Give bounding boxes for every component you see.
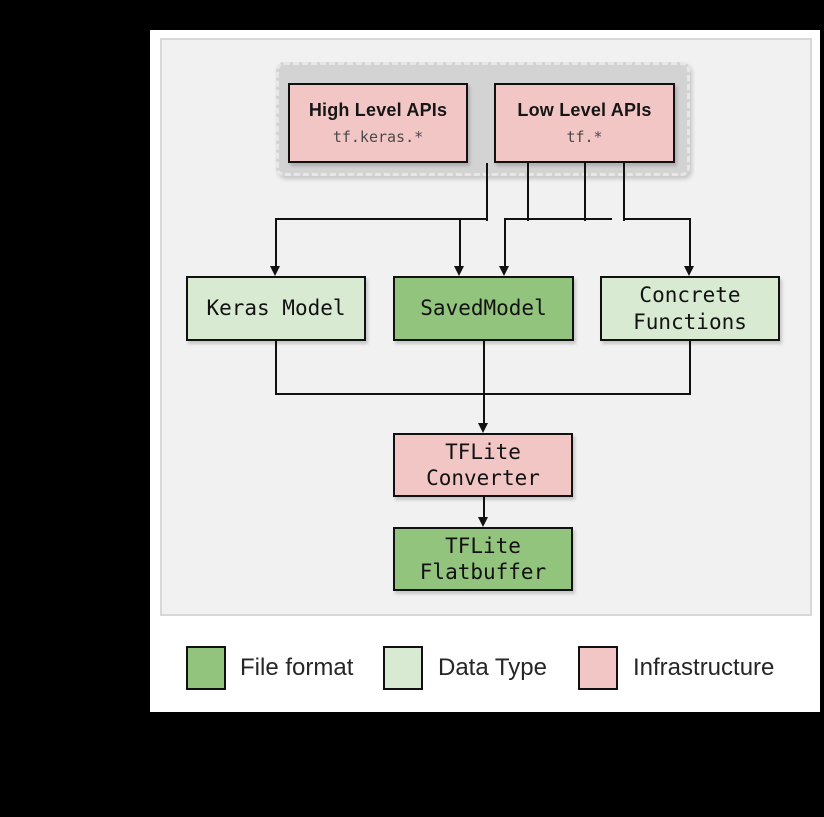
concrete-functions-label: Concrete Functions [633,283,747,334]
savedmodel-label: SavedModel [420,296,547,321]
node-low-level-apis: Low Level APIs tf.* [494,83,675,163]
arrowhead-into-tflite-flatbuffer [477,517,488,527]
keras-model-label: Keras Model [206,296,346,321]
arrowhead-into-savedmodel-right [498,266,509,276]
legend-swatch-file-format [186,646,226,690]
legend-label-data-type: Data Type [438,654,547,681]
arrowhead-into-savedmodel-left [453,266,464,276]
edge-concrete-converter-segment [688,341,692,396]
edge-lla-concrete-segment [622,163,626,221]
legend-swatch-infrastructure [578,646,618,690]
edge-hla-keras-segment [485,163,489,221]
diagram-page: High Level APIs tf.keras.* Low Level API… [150,30,820,712]
low-level-apis-sublabel: tf.* [566,128,603,146]
tflite-converter-label: TFLite Converter [426,439,540,490]
node-concrete-functions: Concrete Functions [600,276,780,341]
legend-label-infrastructure: Infrastructure [633,654,775,681]
edge-hla-savedmodel-segment [458,217,462,267]
node-tflite-flatbuffer: TFLite Flatbuffer [393,527,573,591]
node-high-level-apis: High Level APIs tf.keras.* [288,83,468,163]
edge-lla-savedmodel-segment [583,163,587,221]
node-keras-model: Keras Model [186,276,366,341]
arrowhead-into-tflite-converter [477,423,488,433]
node-tflite-converter: TFLite Converter [393,433,573,497]
edge-lla-savedmodel-segment [503,217,507,267]
edge-savedmodel-converter-segment [482,341,486,424]
edge-converter-flatbuffer-segment [482,497,486,518]
edge-lla-savedmodel-segment [503,217,587,221]
arrowhead-into-keras-model [269,266,280,276]
legend-swatch-data-type [383,646,423,690]
high-level-apis-sublabel: tf.keras.* [332,128,424,146]
edge-hla-keras-segment [274,217,278,267]
edge-hla-savedmodel-segment [526,163,530,221]
edge-lla-concrete-segment [688,217,692,267]
tflite-flatbuffer-label: TFLite Flatbuffer [419,533,547,584]
legend-label-file-format: File format [240,654,354,681]
low-level-apis-label: Low Level APIs [517,100,652,120]
arrowhead-into-concrete-functions [683,266,694,276]
edge-lla-concrete-segment [622,217,692,221]
edge-hla-keras-segment [274,217,489,221]
edge-keras-converter-segment [274,341,278,396]
high-level-apis-label: High Level APIs [308,100,448,120]
node-savedmodel: SavedModel [393,276,574,341]
